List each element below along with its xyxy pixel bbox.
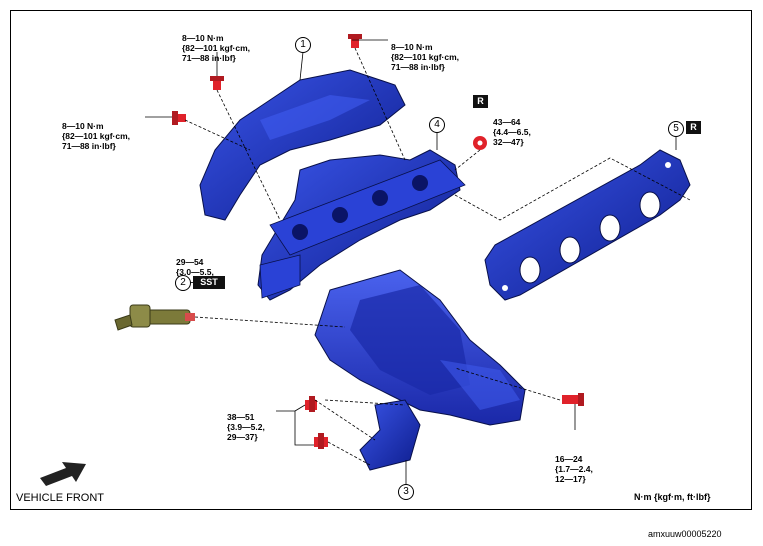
torque-label-2: 8—10 N·m{82—101 kgf·cm,71—88 in·lbf} bbox=[391, 42, 460, 72]
callout-3: 3 bbox=[398, 484, 414, 500]
torque-label-4: 43—64{4.4—6.5,32—47} bbox=[493, 117, 531, 147]
vehicle-front-arrow bbox=[40, 462, 86, 486]
torque-label-7: 16—24{1.7—2.4,12—17} bbox=[555, 454, 593, 484]
torque-label-3: 8—10 N·m{82—101 kgf·cm,71—88 in·lbf} bbox=[62, 121, 131, 151]
nut-manifold bbox=[473, 136, 487, 150]
heat-insulator-upper bbox=[199, 69, 406, 221]
callout-lines bbox=[145, 39, 677, 485]
bolt-bracket-1 bbox=[305, 396, 317, 412]
catalytic-converter bbox=[314, 269, 526, 426]
bolt-bracket-2 bbox=[314, 433, 328, 449]
bolt-heat-insulator-3 bbox=[172, 111, 186, 125]
figure-id: amxuuw00005220 bbox=[648, 529, 722, 539]
torque-units-label: N·m {kgf·m, ft·lbf} bbox=[634, 492, 711, 502]
callout-1: 1 bbox=[295, 37, 311, 53]
callout-5: 5 bbox=[668, 121, 684, 137]
callout-2: 2 bbox=[175, 275, 191, 291]
torque-label-6: 38—51{3.9—5.2,29—37} bbox=[227, 412, 265, 442]
replace-tag-gasket: R bbox=[686, 121, 701, 134]
sst-tag: SST bbox=[193, 276, 225, 289]
exhaust-manifold bbox=[257, 149, 466, 301]
bolt-heat-insulator-2 bbox=[348, 34, 362, 48]
bolt-heat-insulator-1 bbox=[210, 76, 224, 90]
leader-lines bbox=[184, 47, 691, 466]
torque-label-1: 8—10 N·m{82—101 kgf·cm,71—88 in·lbf} bbox=[182, 33, 251, 63]
bolt-catalyst bbox=[562, 393, 584, 406]
torque-label-5: 29—54{3.0—5.5,22—39} bbox=[176, 257, 214, 287]
insulator-bracket-lower bbox=[359, 399, 421, 471]
af-sensor bbox=[114, 304, 195, 331]
vehicle-front-label: VEHICLE FRONT bbox=[16, 492, 105, 504]
replace-tag-nut: R bbox=[473, 95, 488, 108]
callout-4: 4 bbox=[429, 117, 445, 133]
exhaust-manifold-gasket bbox=[484, 149, 691, 301]
